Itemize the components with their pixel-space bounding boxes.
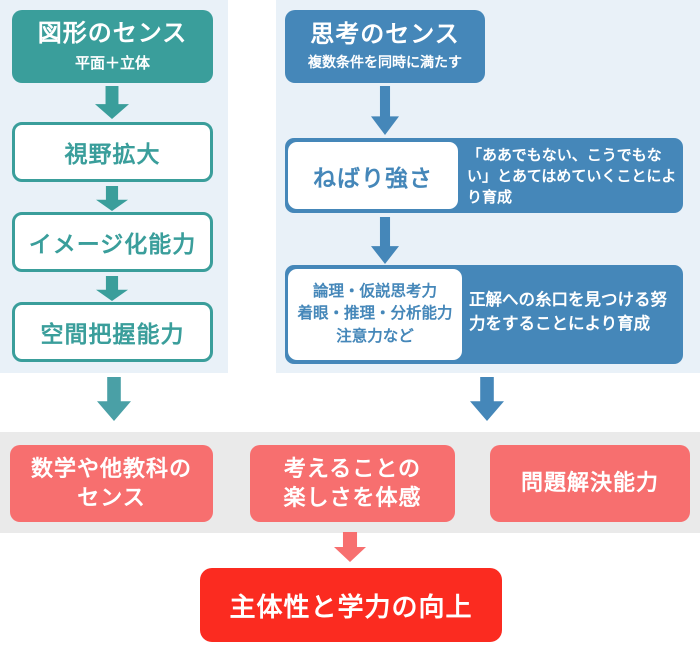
panel-zukei-sense: 図形のセンス 平面＋立体 視野拡大 イメージ化能力 空間把握能力	[0, 0, 228, 373]
row-ronri-shiko: 論理・仮説思考力 着眼・推理・分析能力 注意力など 正解への糸口を見つける努力を…	[285, 265, 683, 364]
ronri-shiko-description: 正解への糸口を見つける努力をすることにより育成	[469, 291, 667, 333]
zukei-sense-title: 図形のセンス	[37, 20, 188, 48]
arrow-down-icon	[95, 86, 129, 119]
zukei-sense-header: 図形のセンス 平面＋立体	[12, 10, 213, 83]
shiko-sense-subtitle: 複数条件を同時に満たす	[308, 54, 462, 71]
nebari-zuyosa-description: 「ああでもない、こうでもない」とあてはめていくことにより育成	[467, 147, 677, 206]
step-kukan-haaku-noryoku: 空間把握能力	[12, 302, 213, 362]
arrow-down-icon	[470, 377, 504, 421]
row-nebari-zuyosa: ねばり強さ 「ああでもない、こうでもない」とあてはめていくことにより育成	[285, 138, 683, 213]
arrow-down-icon	[96, 276, 128, 301]
outcome-sugaku-sense: 数学や他教科の センス	[10, 445, 213, 522]
arrow-down-icon	[371, 217, 399, 264]
zukei-sense-subtitle: 平面＋立体	[74, 54, 150, 72]
panel-shiko-sense: 思考のセンス 複数条件を同時に満たす ねばり強さ 「ああでもない、こうでもない」…	[276, 0, 700, 373]
outcome-kangaeru-tanoshisa: 考えることの 楽しさを体感	[250, 445, 455, 522]
shiko-sense-header: 思考のセンス 複数条件を同時に満たす	[285, 10, 485, 83]
final-goal-box: 主体性と学力の向上	[200, 568, 502, 642]
nebari-zuyosa-label: ねばり強さ	[288, 142, 458, 209]
arrow-down-icon	[96, 186, 128, 211]
step-image-ka-noryoku: イメージ化能力	[12, 212, 213, 272]
arrow-down-icon	[97, 377, 131, 421]
arrow-down-icon	[334, 532, 366, 562]
outcome-mondai-kaiketsu: 問題解決能力	[490, 445, 690, 522]
arrow-down-icon	[371, 86, 399, 135]
ronri-shiko-label: 論理・仮説思考力 着眼・推理・分析能力 注意力など	[288, 269, 462, 360]
shiko-sense-title: 思考のセンス	[310, 20, 460, 48]
step-shiya-kakudai: 視野拡大	[12, 122, 213, 182]
